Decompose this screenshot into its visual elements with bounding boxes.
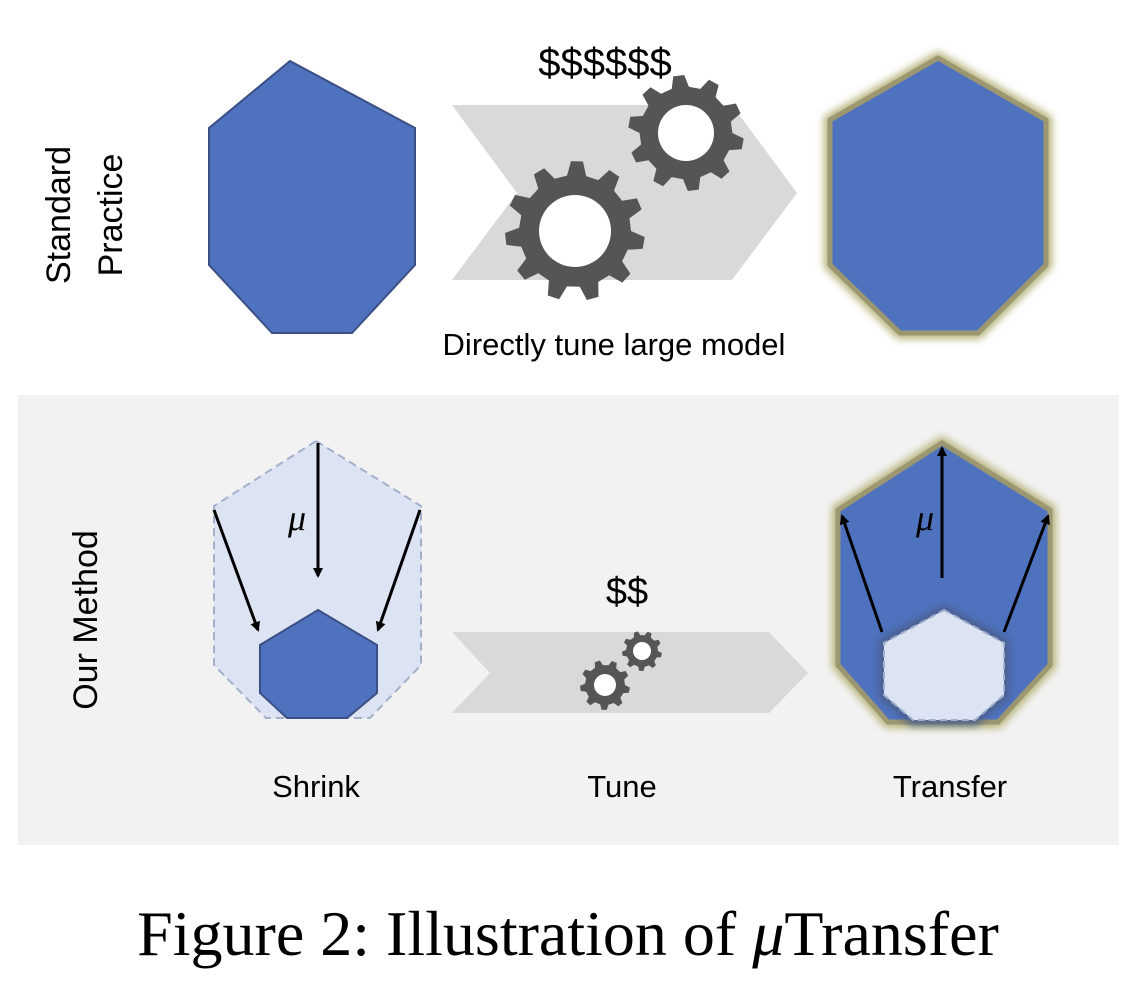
transfer-arrow-right — [1002, 514, 1050, 633]
mu-label-shrink: μ — [287, 498, 306, 538]
cost-label-ours: $$ — [606, 571, 648, 613]
tune-arrow-band-ours — [452, 632, 808, 713]
step-label-tune: Tune — [587, 769, 657, 804]
small-model-origin-hexagon — [883, 608, 1005, 721]
gear-icon — [628, 75, 744, 191]
row-label-our-method: Our Method — [67, 530, 105, 710]
tuned-large-model-hexagon — [827, 55, 1049, 336]
gear-hole — [594, 674, 616, 696]
step-label-directly-tune: Directly tune large model — [443, 327, 786, 362]
step-label-transfer: Transfer — [893, 769, 1007, 804]
shrink-arrow-left — [212, 509, 260, 632]
row-label-standard-line2: Practice — [92, 154, 130, 277]
gear-hole — [633, 642, 651, 660]
small-model-hexagon — [259, 608, 378, 719]
gear-icon — [622, 631, 662, 671]
gear-icon — [505, 161, 645, 300]
cost-label-standard: $$$$$$ — [538, 41, 671, 85]
row-label-standard-line1: Standard — [40, 146, 78, 284]
caption-prefix: Figure 2: Illustration of — [137, 898, 752, 969]
figure-caption: Figure 2: Illustration of μTransfer — [137, 898, 999, 969]
shrink-arrow-right — [375, 509, 422, 632]
gear-icon — [580, 660, 630, 710]
caption-suffix: Transfer — [784, 898, 999, 969]
mu-label-transfer: μ — [915, 498, 934, 538]
gear-hole — [539, 195, 611, 267]
step-label-shrink: Shrink — [272, 769, 360, 804]
large-model-hexagon-left — [208, 59, 416, 334]
transfer-arrow-left — [839, 514, 884, 633]
our-method-panel: Our Method μ $$ μ Shrink Tune Transfer — [18, 395, 1119, 845]
standard-practice-row: Standard Practice $$$$$$ Directly tune l… — [40, 41, 1052, 362]
gear-hole — [658, 105, 714, 161]
caption-mu: μ — [751, 898, 784, 969]
